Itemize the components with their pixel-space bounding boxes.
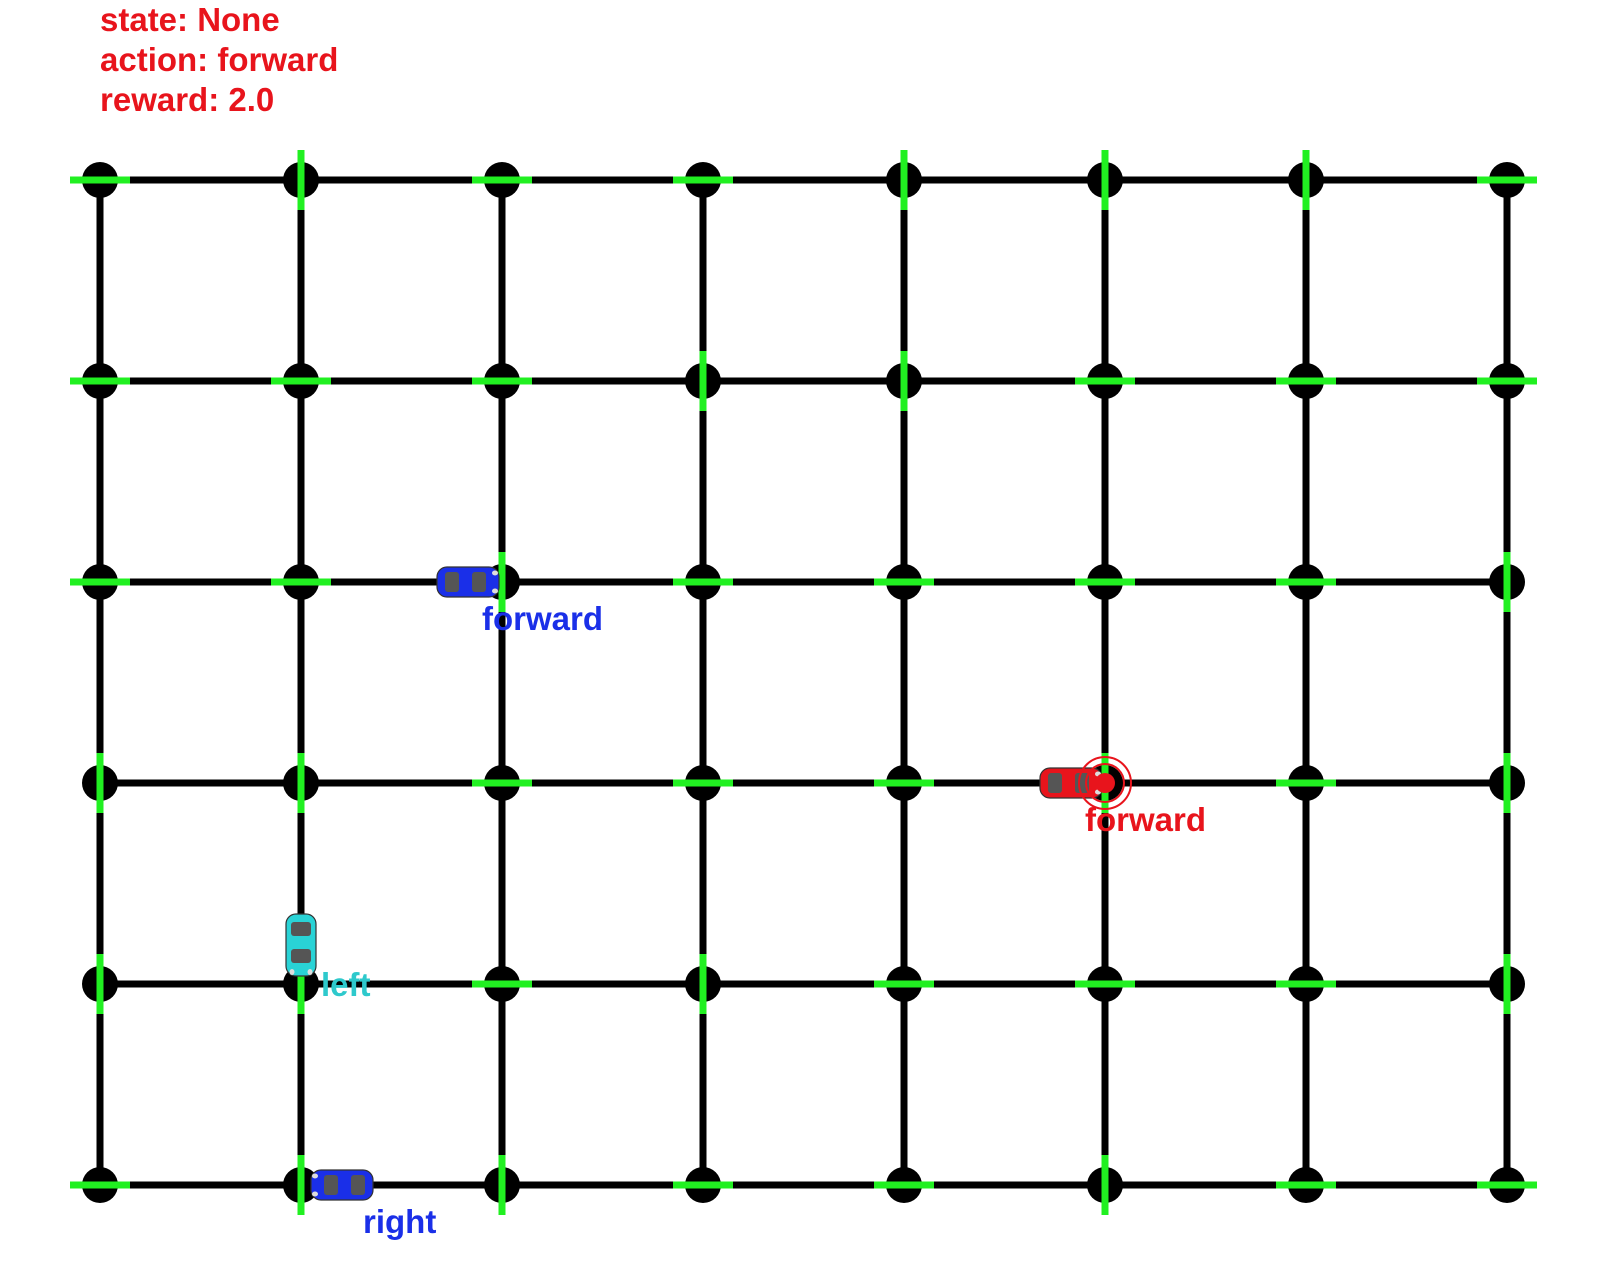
intersection-5-6	[1276, 1167, 1336, 1203]
intersection-2-3	[673, 564, 733, 600]
headlight-icon	[307, 969, 313, 975]
intersection-3-4	[874, 765, 934, 801]
headlight-icon	[312, 1173, 318, 1179]
action-text: action: forward	[100, 41, 339, 78]
blue-car-forward	[436, 566, 500, 598]
intersection-0-6	[1288, 150, 1324, 210]
roads	[96, 176, 1511, 1189]
intersection-2-6	[1276, 564, 1336, 600]
intersection-4-2	[472, 966, 532, 1002]
intersection-2-1	[271, 564, 331, 600]
intersection-2-0	[70, 564, 130, 600]
intersection-5-4	[874, 1167, 934, 1203]
headlight-icon	[492, 588, 498, 594]
intersection-0-1	[283, 150, 319, 210]
intersection-0-5	[1087, 150, 1123, 210]
blue-car-forward-action-label: forward	[482, 600, 603, 637]
intersections	[70, 150, 1537, 1215]
intersection-5-1	[283, 1155, 319, 1215]
car-windshield	[324, 1175, 338, 1195]
intersection-4-0	[82, 954, 118, 1014]
intersection-4-4	[874, 966, 934, 1002]
intersection-2-7	[1489, 552, 1525, 612]
agent-target-dot	[1095, 773, 1115, 793]
intersection-3-6	[1276, 765, 1336, 801]
intersection-0-3	[673, 162, 733, 198]
headlight-icon	[492, 570, 498, 576]
car-rear-window	[291, 922, 311, 936]
intersection-3-2	[472, 765, 532, 801]
intersection-4-6	[1276, 966, 1336, 1002]
intersection-0-7	[1477, 162, 1537, 198]
state-text: state: None	[100, 1, 280, 38]
intersection-3-7	[1489, 753, 1525, 813]
intersection-0-2	[472, 162, 532, 198]
intersection-1-6	[1276, 363, 1336, 399]
intersection-3-3	[673, 765, 733, 801]
car-rear-window	[1048, 773, 1062, 793]
car-rear-window	[351, 1175, 365, 1195]
intersection-1-2	[472, 363, 532, 399]
intersection-5-3	[673, 1167, 733, 1203]
intersection-5-2	[484, 1155, 520, 1215]
status-panel: state: None action: forward reward: 2.0	[100, 0, 338, 120]
intersection-4-7	[1489, 954, 1525, 1014]
intersection-5-0	[70, 1167, 130, 1203]
intersection-4-3	[685, 954, 721, 1014]
car-windshield	[472, 572, 486, 592]
intersection-3-0	[82, 753, 118, 813]
cars: forward forward left right	[285, 566, 1206, 1240]
intersection-5-5	[1087, 1155, 1123, 1215]
agent-target-ring-outer	[1078, 756, 1132, 810]
car-rear-window	[445, 572, 459, 592]
intersection-1-5	[1075, 363, 1135, 399]
agent-target-ring-inner	[1085, 763, 1125, 803]
intersection-1-1	[271, 363, 331, 399]
cyan-car-left-action-label: left	[321, 966, 371, 1003]
intersection-0-0	[70, 162, 130, 198]
intersection-1-0	[70, 363, 130, 399]
headlight-icon	[312, 1191, 318, 1197]
intersection-1-7	[1477, 363, 1537, 399]
intersection-1-3	[685, 351, 721, 411]
blue-car-right-action-label: right	[363, 1203, 436, 1240]
reward-text: reward: 2.0	[100, 81, 275, 118]
intersection-2-5	[1075, 564, 1135, 600]
intersection-3-1	[283, 753, 319, 813]
intersection-1-4	[886, 351, 922, 411]
intersection-0-4	[886, 150, 922, 210]
intersection-2-4	[874, 564, 934, 600]
car-windshield	[291, 949, 311, 963]
primary-agent-car-action-label: forward	[1085, 801, 1206, 838]
blue-car-right	[310, 1169, 374, 1201]
primary-agent-car	[1039, 767, 1103, 799]
intersection-4-5	[1075, 966, 1135, 1002]
intersection-5-7	[1477, 1167, 1537, 1203]
headlight-icon	[289, 969, 295, 975]
cyan-car-left	[285, 913, 317, 977]
